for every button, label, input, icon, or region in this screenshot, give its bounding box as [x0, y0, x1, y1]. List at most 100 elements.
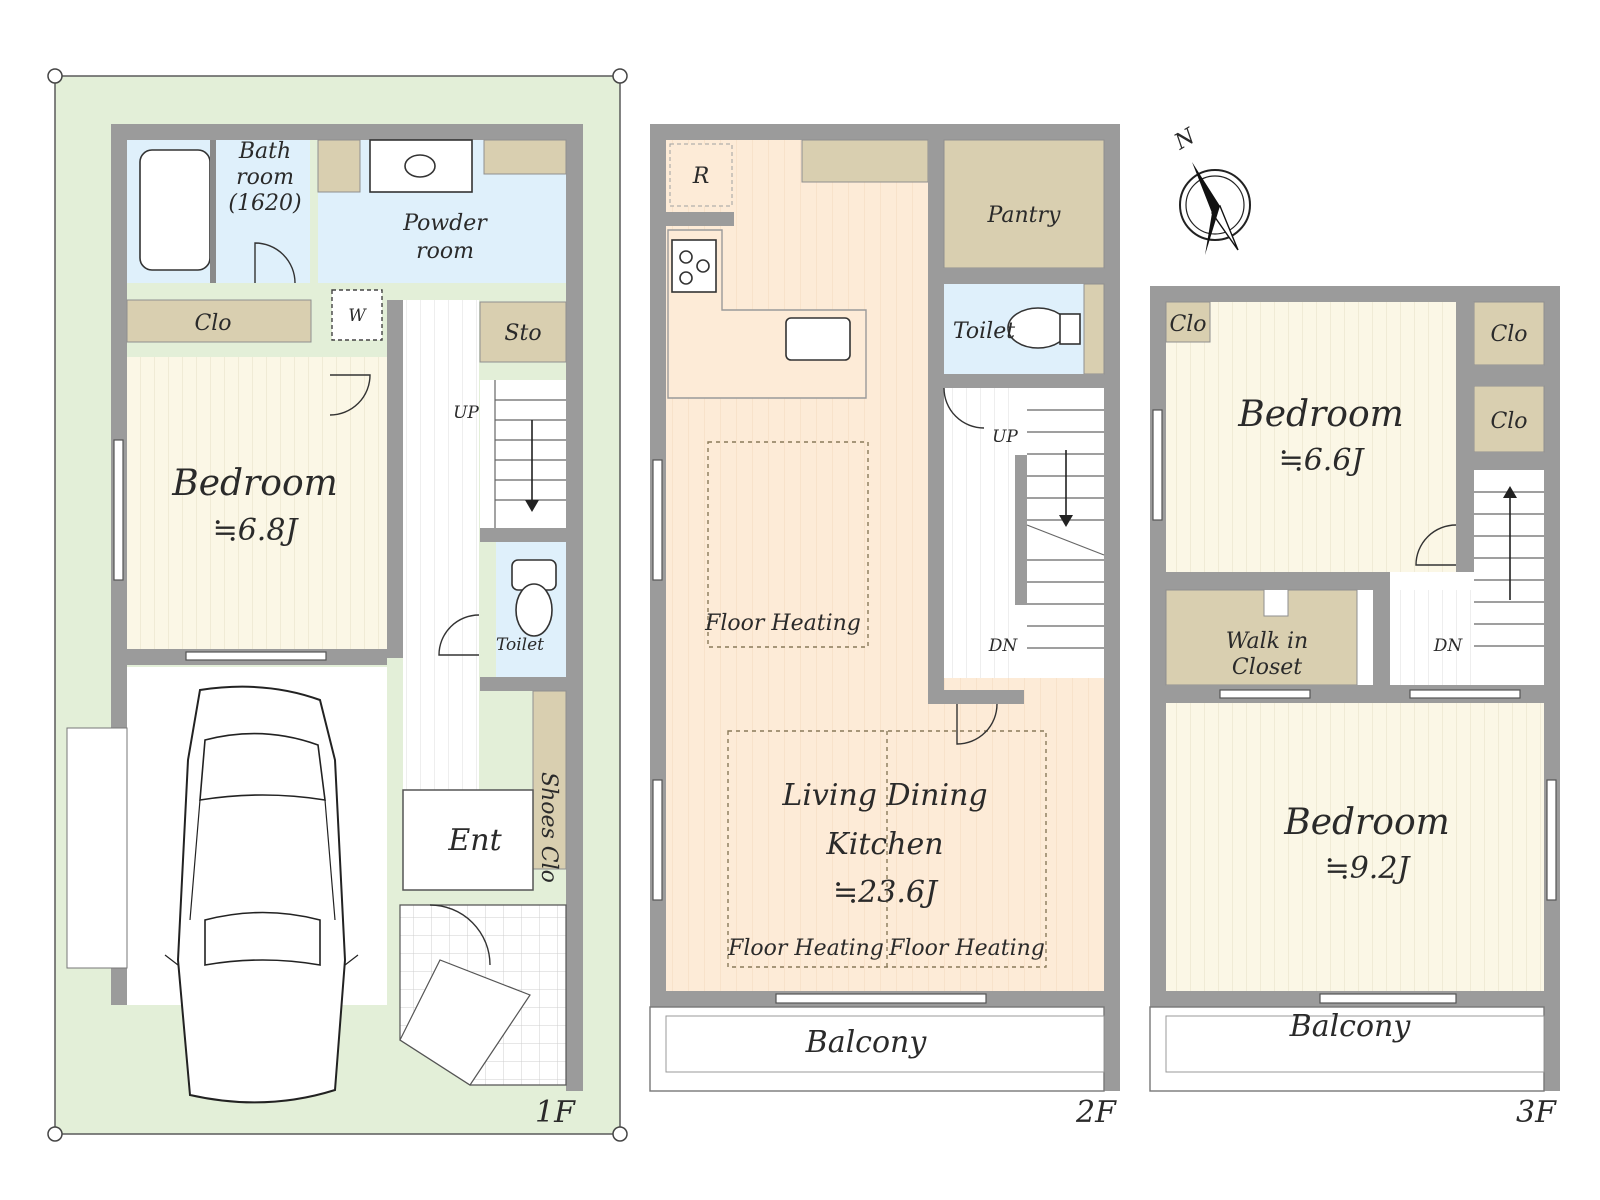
bedroom-door — [1415, 524, 1457, 566]
stair-door — [956, 703, 998, 745]
balcony-label: Balcony — [1289, 1009, 1412, 1044]
window — [1319, 993, 1457, 1004]
interior-wall — [928, 284, 944, 704]
closet-label: Clo — [1490, 409, 1527, 434]
bathroom-label: room — [236, 165, 294, 190]
washer-label: W — [348, 306, 367, 326]
floor-1f: Bath room (1620) Powder room W Clo Sto U… — [47, 68, 628, 1142]
bedroom-size: ≒6.6J — [1279, 443, 1366, 478]
floor-2f-label: 2F — [1075, 1095, 1117, 1130]
closet — [1473, 385, 1545, 453]
stair-core-wall — [1015, 455, 1027, 605]
car-icon — [164, 685, 359, 1104]
powder-room-label: Powder — [402, 211, 488, 236]
bedroom-floor-texture — [127, 357, 387, 649]
interior-wall — [1474, 365, 1544, 386]
window — [1152, 409, 1163, 521]
compass-needle-north — [1192, 162, 1220, 213]
carport-extension — [66, 727, 128, 969]
interior-wall — [928, 268, 1104, 284]
entrance-label: Ent — [447, 823, 502, 858]
interior-wall — [480, 677, 566, 691]
window — [652, 779, 663, 901]
hallway-floor-texture — [403, 300, 479, 790]
north-label: N — [1170, 124, 1201, 156]
interior-wall — [1456, 302, 1474, 572]
pantry — [943, 139, 1105, 269]
toilet-label: Toilet — [496, 635, 544, 655]
bathtub — [139, 149, 211, 271]
closet-label: Clo — [1490, 322, 1527, 347]
landing-texture — [1390, 590, 1474, 685]
staircase — [1474, 470, 1544, 685]
shoe-closet-label: Shoes Clo — [536, 772, 561, 883]
shoe-closet — [532, 690, 567, 870]
washer-space — [331, 289, 383, 341]
floor-1f-label: 1F — [535, 1095, 576, 1130]
kitchen-sink-icon — [785, 317, 851, 361]
bathroom-label: Bath — [238, 139, 291, 164]
bedroom-floor-texture — [1166, 703, 1544, 991]
interior-wall — [666, 212, 734, 226]
stair-steps — [1474, 491, 1544, 647]
bedroom-label: Bedroom — [1283, 802, 1450, 843]
interior-wall — [1373, 590, 1390, 685]
lot-corner-marker — [612, 68, 628, 84]
interior-wall — [1474, 452, 1544, 470]
floor-heating-zone — [707, 441, 869, 648]
closet — [1473, 301, 1545, 366]
bedroom-floor-texture — [1166, 302, 1456, 572]
lot-corner-marker — [47, 68, 63, 84]
closet — [126, 299, 312, 343]
closet-label: Clo — [194, 311, 231, 336]
window — [652, 459, 663, 581]
stair-down-label: DN — [1433, 636, 1464, 656]
toilet-icon — [1007, 307, 1069, 349]
stair-up-label: UP — [992, 427, 1018, 447]
staircase — [480, 380, 566, 528]
window — [1409, 689, 1521, 699]
entry-door — [429, 904, 491, 966]
toilet-icon — [515, 583, 553, 637]
pantry-label: Pantry — [987, 203, 1061, 228]
window — [1546, 779, 1557, 901]
balcony-inner — [665, 1015, 1105, 1073]
bathroom-size-label: (1620) — [228, 191, 301, 216]
fridge-label: R — [692, 164, 710, 189]
floor-heating-label: Floor Heating — [727, 936, 884, 961]
window — [185, 651, 327, 661]
ldk-label: Kitchen — [825, 827, 943, 862]
floor-heating-label: Floor Heating — [704, 611, 861, 636]
powder-room-label: room — [416, 239, 474, 264]
interior-wall — [480, 528, 566, 542]
bedroom-size: ≒9.2J — [1325, 851, 1412, 886]
floor-heating-label: Floor Heating — [888, 936, 1045, 961]
bedroom-door — [329, 374, 371, 416]
porch-step — [399, 959, 531, 1086]
storage-label: Sto — [504, 321, 541, 346]
bedroom-label: Bedroom — [171, 463, 338, 504]
ldk-size: ≒23.6J — [833, 875, 939, 910]
partition-wall — [210, 140, 216, 283]
bath-door — [254, 242, 296, 284]
floor-3f: Clo Clo Clo Bedroom ≒6.6J Walk in Closet… — [1149, 286, 1560, 1130]
stair-up-label: UP — [453, 403, 479, 423]
toilet-door — [438, 614, 480, 656]
ldk-label: Living Dining — [781, 778, 987, 813]
stair-arrow-head — [525, 500, 539, 512]
toilet-door — [943, 387, 985, 429]
balcony-label: Balcony — [805, 1025, 928, 1060]
window — [775, 993, 987, 1004]
shelf — [1083, 283, 1105, 375]
kitchen-shelf — [801, 139, 929, 183]
toilet-label: Toilet — [953, 319, 1015, 344]
toilet-tank — [1059, 313, 1081, 345]
entrance-floor — [402, 789, 534, 891]
compass-tail — [1205, 206, 1220, 255]
compass-icon: N — [1170, 124, 1251, 255]
closet-label: Clo — [1169, 312, 1206, 337]
window — [113, 439, 124, 581]
closet — [1165, 301, 1211, 343]
storage-closet — [479, 301, 567, 363]
interior-wall — [928, 140, 944, 305]
